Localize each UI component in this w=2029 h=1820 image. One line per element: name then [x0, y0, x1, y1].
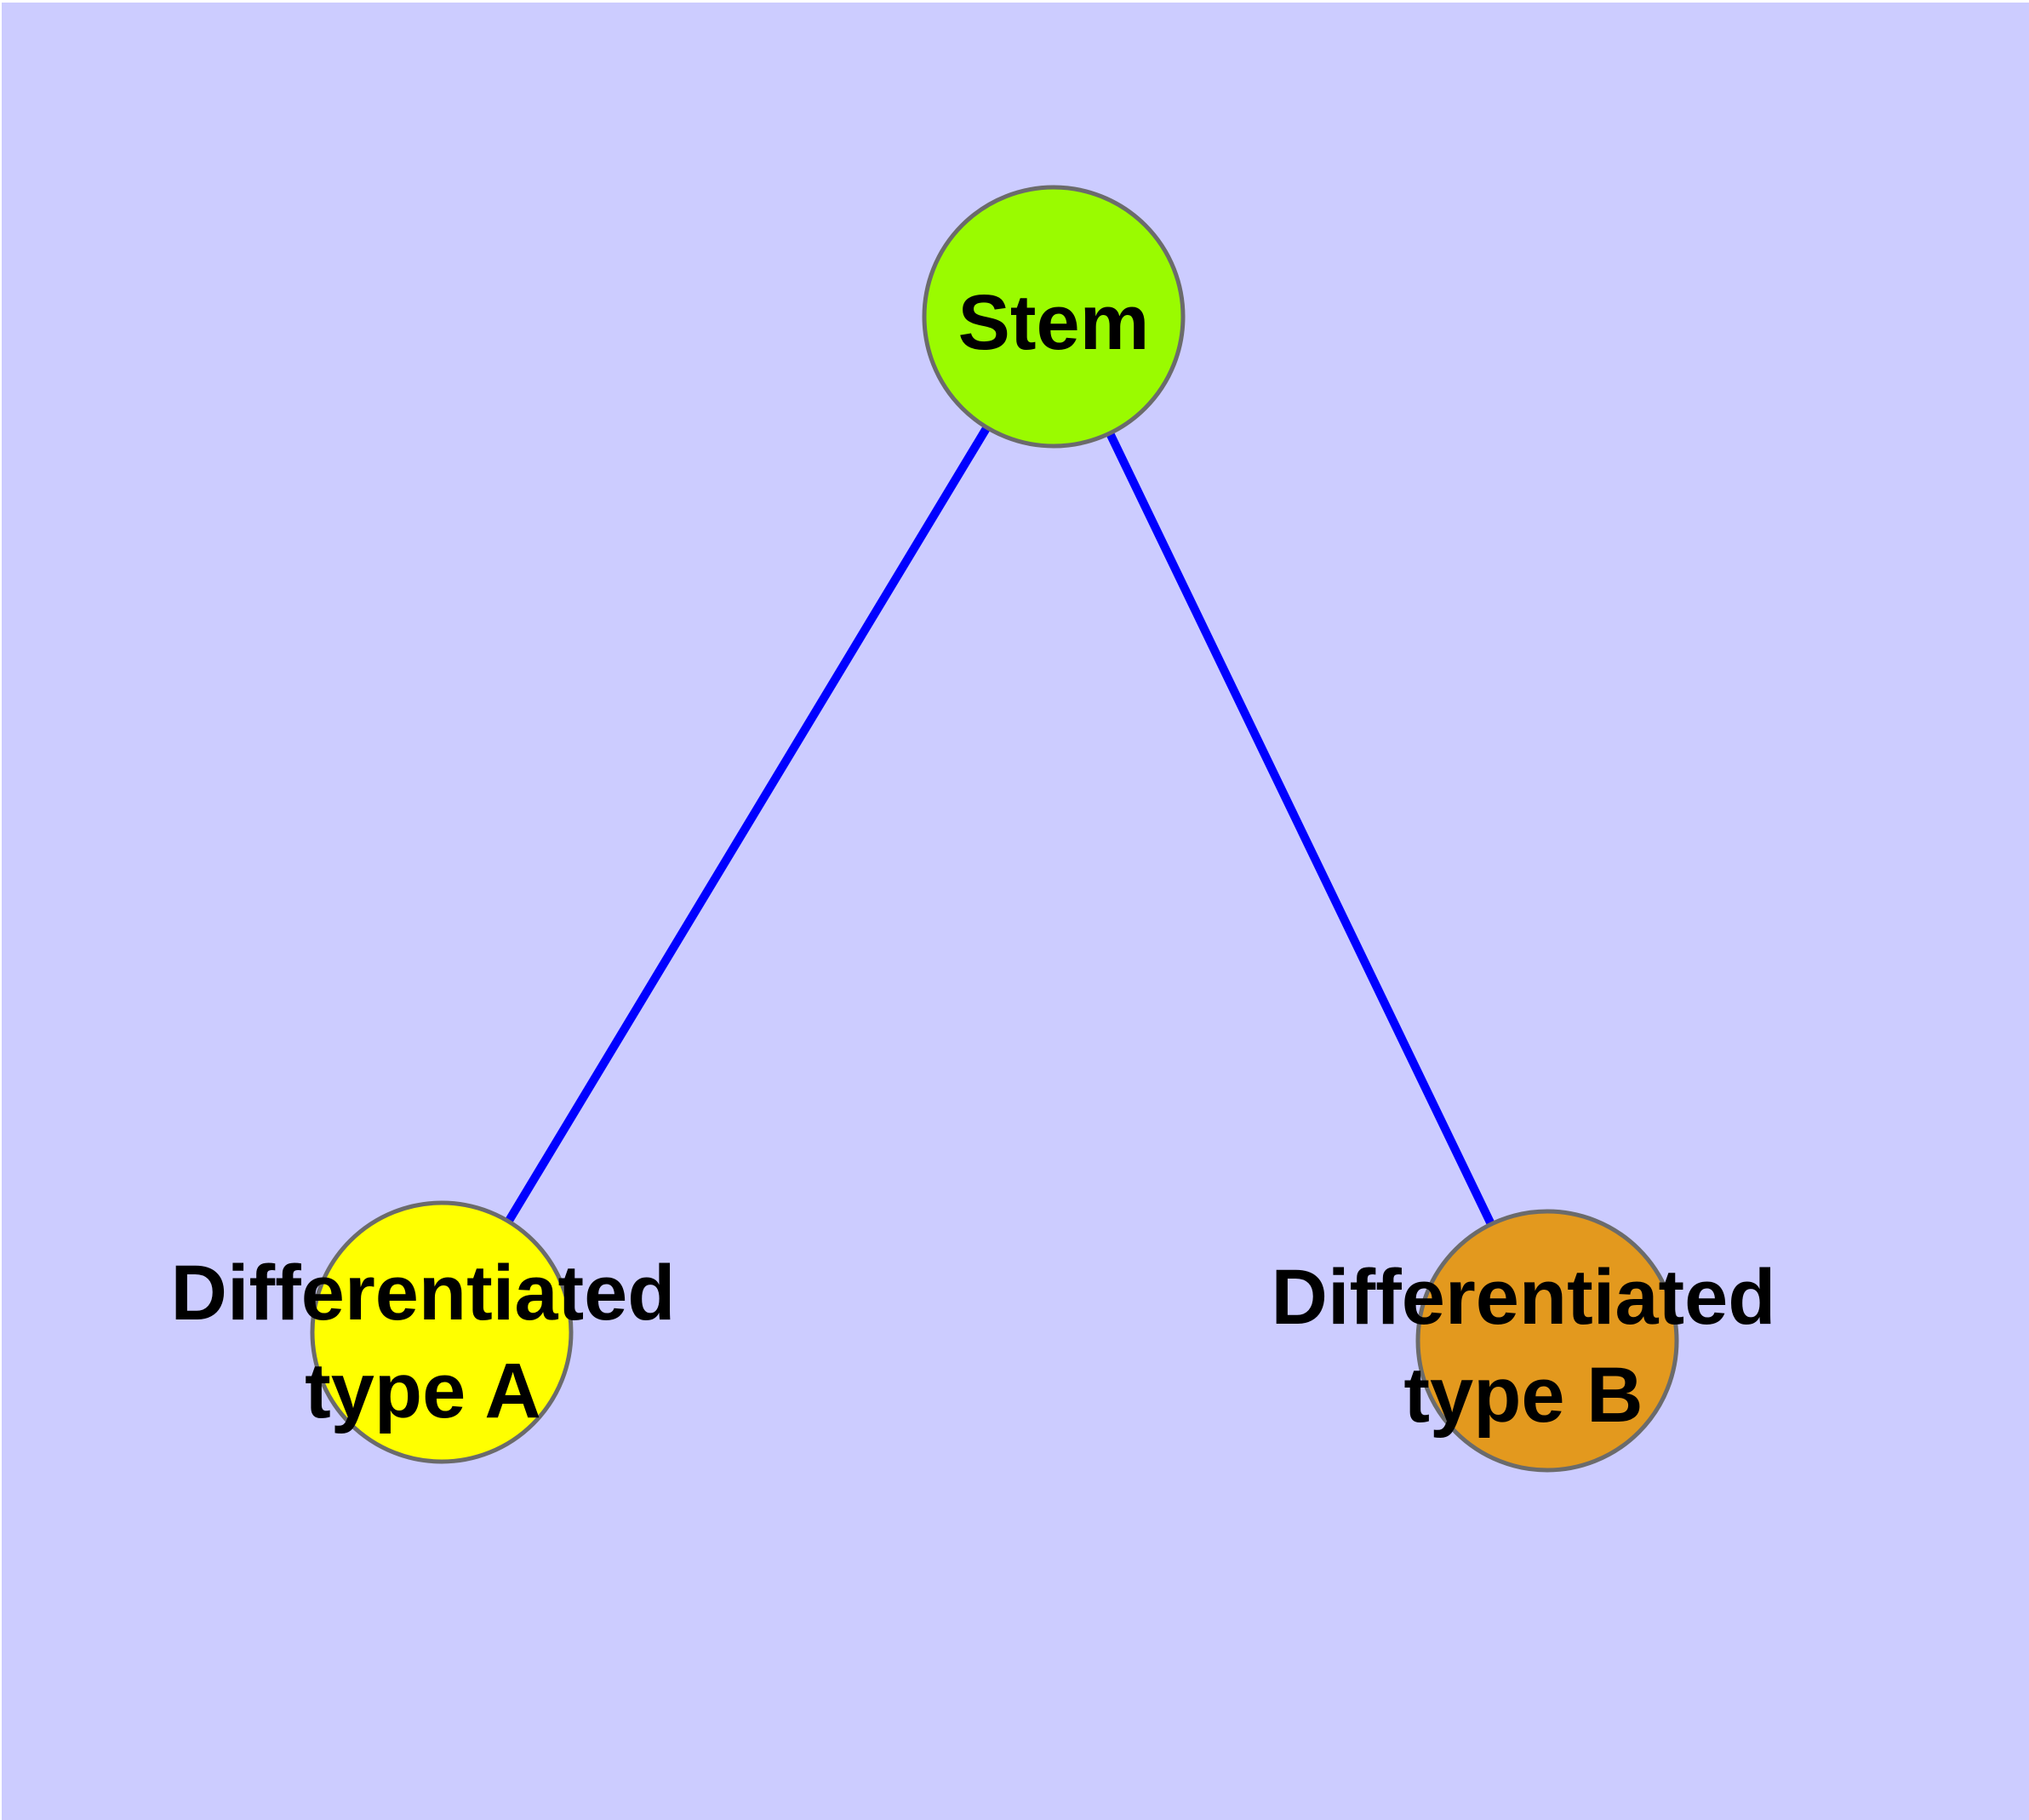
- node-differentiated-type-b-circle: [1415, 1209, 1679, 1473]
- node-differentiated-type-b: Differentiated type B: [1272, 1209, 1776, 1473]
- edge-stem-typeA: [437, 314, 1058, 1335]
- node-differentiated-type-b-label-line1: Differentiated: [1272, 1254, 1776, 1341]
- node-differentiated-type-b-label-line2: type B: [1403, 1352, 1643, 1439]
- edge-stem-typeB: [1049, 314, 1552, 1343]
- node-stem-circle: [922, 185, 1186, 449]
- node-differentiated-type-a-label-line2: type A: [305, 1348, 541, 1434]
- node-differentiated-type-a-label-line1: Differentiated: [171, 1250, 676, 1336]
- node-differentiated-type-a-circle: [310, 1200, 574, 1464]
- node-stem: Stem: [922, 185, 1186, 449]
- node-differentiated-type-a: Differentiated type A: [171, 1200, 676, 1464]
- node-stem-label: Stem: [958, 279, 1150, 366]
